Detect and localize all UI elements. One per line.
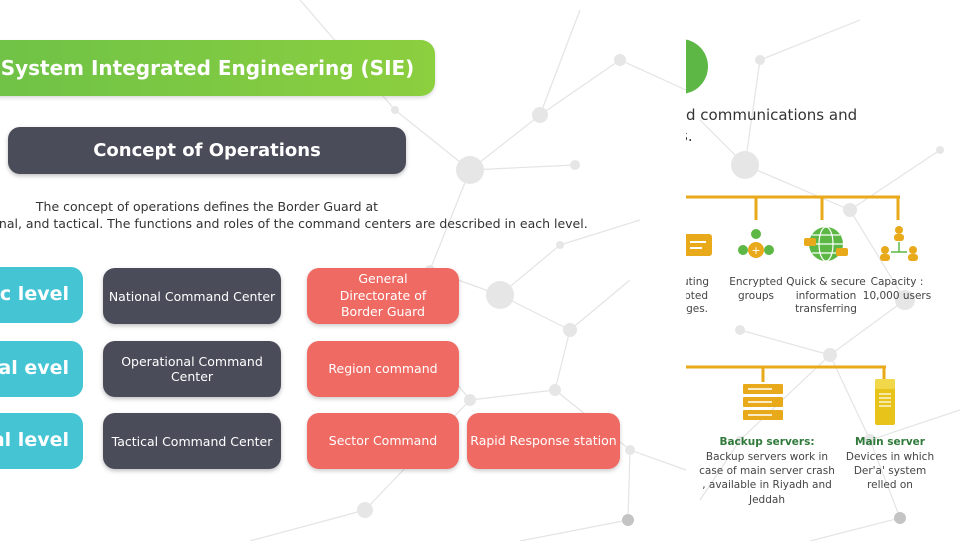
main-server-description: Devices in which Der'a' system relled on	[845, 451, 935, 492]
feature-connector-lines	[686, 195, 900, 220]
feature-label-secure-transfer: Quick & secure information transferring	[786, 276, 866, 316]
main-server-title: Main server	[855, 436, 925, 448]
globe-icon	[804, 226, 848, 262]
sector-command-box: Sector Command	[307, 413, 459, 469]
strategic-level-box: gic level	[0, 267, 83, 323]
communications-text-line-2: s.	[686, 127, 693, 145]
region-command-box: Region command	[307, 341, 459, 397]
tactical-command-center-box: Tactical Command Center	[103, 413, 281, 469]
green-header-tab	[686, 39, 708, 94]
concept-of-operations-slide: System Integrated Engineering (SIE) Conc…	[0, 40, 620, 469]
chat-icon	[686, 234, 712, 256]
server-connector-lines	[686, 365, 886, 382]
communications-slide: d communications and s. + uting	[686, 0, 960, 541]
feature-label-routing: uting pted ges.	[686, 276, 710, 316]
feature-label-capacity: Capacity : 10,000 users	[862, 276, 932, 302]
backup-servers-description: Backup servers work in case of main serv…	[699, 451, 835, 506]
description-line-1: The concept of operations defines the Bo…	[35, 199, 379, 214]
communications-text-line-1: d communications and	[686, 106, 858, 124]
general-directorate-box: General Directorate of Border Guard	[307, 268, 459, 324]
tactical-level-box: al level	[0, 413, 83, 469]
operational-command-center-box: Operational Command Center	[103, 341, 281, 397]
feature-label-encrypted-groups: Encrypted groups	[729, 276, 783, 302]
sie-title-banner: System Integrated Engineering (SIE)	[0, 40, 435, 96]
concept-of-operations-heading: Concept of Operations	[8, 127, 406, 174]
users-network-icon	[880, 226, 918, 261]
svg-text:+: +	[751, 244, 760, 257]
operational-level-box: ational evel	[0, 341, 83, 397]
server-rack-icon	[743, 384, 783, 420]
backup-servers-title: Backup servers:	[719, 436, 815, 448]
national-command-center-box: National Command Center	[103, 268, 281, 324]
description-line-2: c, operational, and tactical. The functi…	[0, 216, 588, 231]
group-icon: +	[738, 229, 774, 258]
server-tower-icon	[875, 379, 895, 425]
rapid-response-station-box: Rapid Response station	[467, 413, 620, 469]
